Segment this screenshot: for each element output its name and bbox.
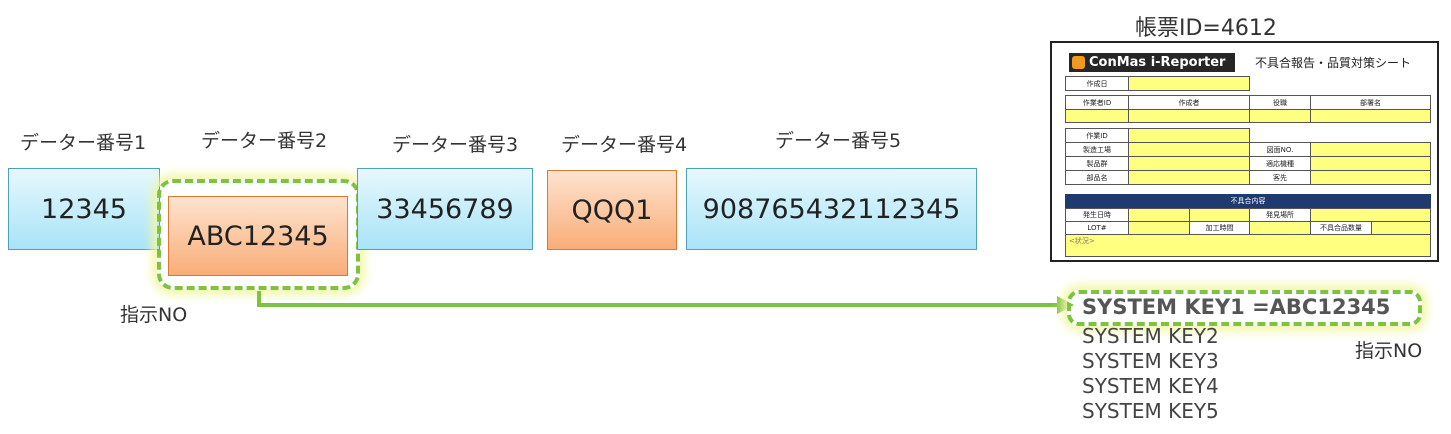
logo-text: ConMas i-Reporter [1089,55,1226,70]
data-field-label-4: データー番号4 [561,134,688,156]
form-id-label: 帳票ID=4612 [1135,16,1277,41]
cell-lot: LOT# [1065,221,1129,235]
input-department [1310,109,1431,123]
input-process-time [1249,221,1311,235]
form-title: 不具合報告・品質対策シート [1255,56,1412,70]
defect-section-header: 不具合内容 [1065,194,1431,208]
system-key-highlight [1067,290,1422,326]
input-lot [1128,221,1190,235]
cell-department: 部署名 [1310,95,1431,110]
conmas-logo: ConMas i-Reporter [1069,53,1235,72]
cell-position: 役職 [1249,95,1311,110]
data-field-box-2: ABC12345 [168,196,348,276]
cell-customer: 客先 [1249,170,1311,185]
data-field-label-3: データー番号3 [392,134,519,156]
cell-drawing-no: 図面NO. [1249,142,1311,157]
input-machine [1310,156,1431,171]
data-field-box-4: QQQ1 [547,170,677,250]
cell-machine: 適応機種 [1249,156,1311,171]
system-key-4: SYSTEM KEY4 [1082,374,1219,398]
report-form-thumbnail: ConMas i-Reporter 不具合報告・品質対策シート 作成日 作業者I… [1050,41,1439,262]
data-field-label-1: データー番号1 [20,132,147,154]
input-product-group [1128,156,1250,171]
cell-defect-qty: 不具合品数量 [1310,221,1372,235]
status-area: <状況> [1065,234,1431,257]
cell-worker-id: 作業者ID [1065,95,1129,110]
data-field-box-3: 33456789 [357,168,533,250]
data-field-box-5: 908765432112345 [686,168,977,250]
input-customer [1310,170,1431,185]
system-key-2: SYSTEM KEY2 [1082,324,1219,348]
data-field-label-2: データー番号2 [201,130,328,152]
input-job-id [1128,128,1250,143]
input-defect-qty [1371,221,1431,235]
cell-found-place: 発見場所 [1249,208,1311,222]
input-factory [1128,142,1250,157]
data-field-box-1: 12345 [8,168,160,250]
cell-job-id: 作業ID [1065,128,1129,143]
input-part-name [1128,170,1250,185]
cell-part-name: 部品名 [1065,170,1129,185]
input-created-date [1128,76,1250,91]
input-drawing-no [1310,142,1431,157]
system-key-1: SYSTEM KEY1 =ABC12345 [1082,295,1391,319]
cell-occurred: 発生日時 [1065,208,1129,222]
cell-author: 作成者 [1128,95,1250,110]
system-key-3: SYSTEM KEY3 [1082,349,1219,373]
input-author [1128,109,1250,123]
input-occurred-date [1128,208,1190,222]
cell-created-date: 作成日 [1065,76,1129,91]
cell-product-group: 製品群 [1065,156,1129,171]
input-occurred-time [1189,208,1250,222]
selected-caption: 指示NO [120,304,188,326]
system-key-5: SYSTEM KEY5 [1082,399,1219,423]
cell-factory: 製造工場 [1065,142,1129,157]
data-field-label-5: データー番号5 [775,130,902,152]
cell-process-time: 加工時間 [1189,221,1250,235]
input-worker-id [1065,109,1129,123]
input-found-place [1310,208,1431,222]
system-key-caption: 指示NO [1355,340,1423,362]
logo-mark-icon [1072,56,1085,69]
input-position [1249,109,1311,123]
